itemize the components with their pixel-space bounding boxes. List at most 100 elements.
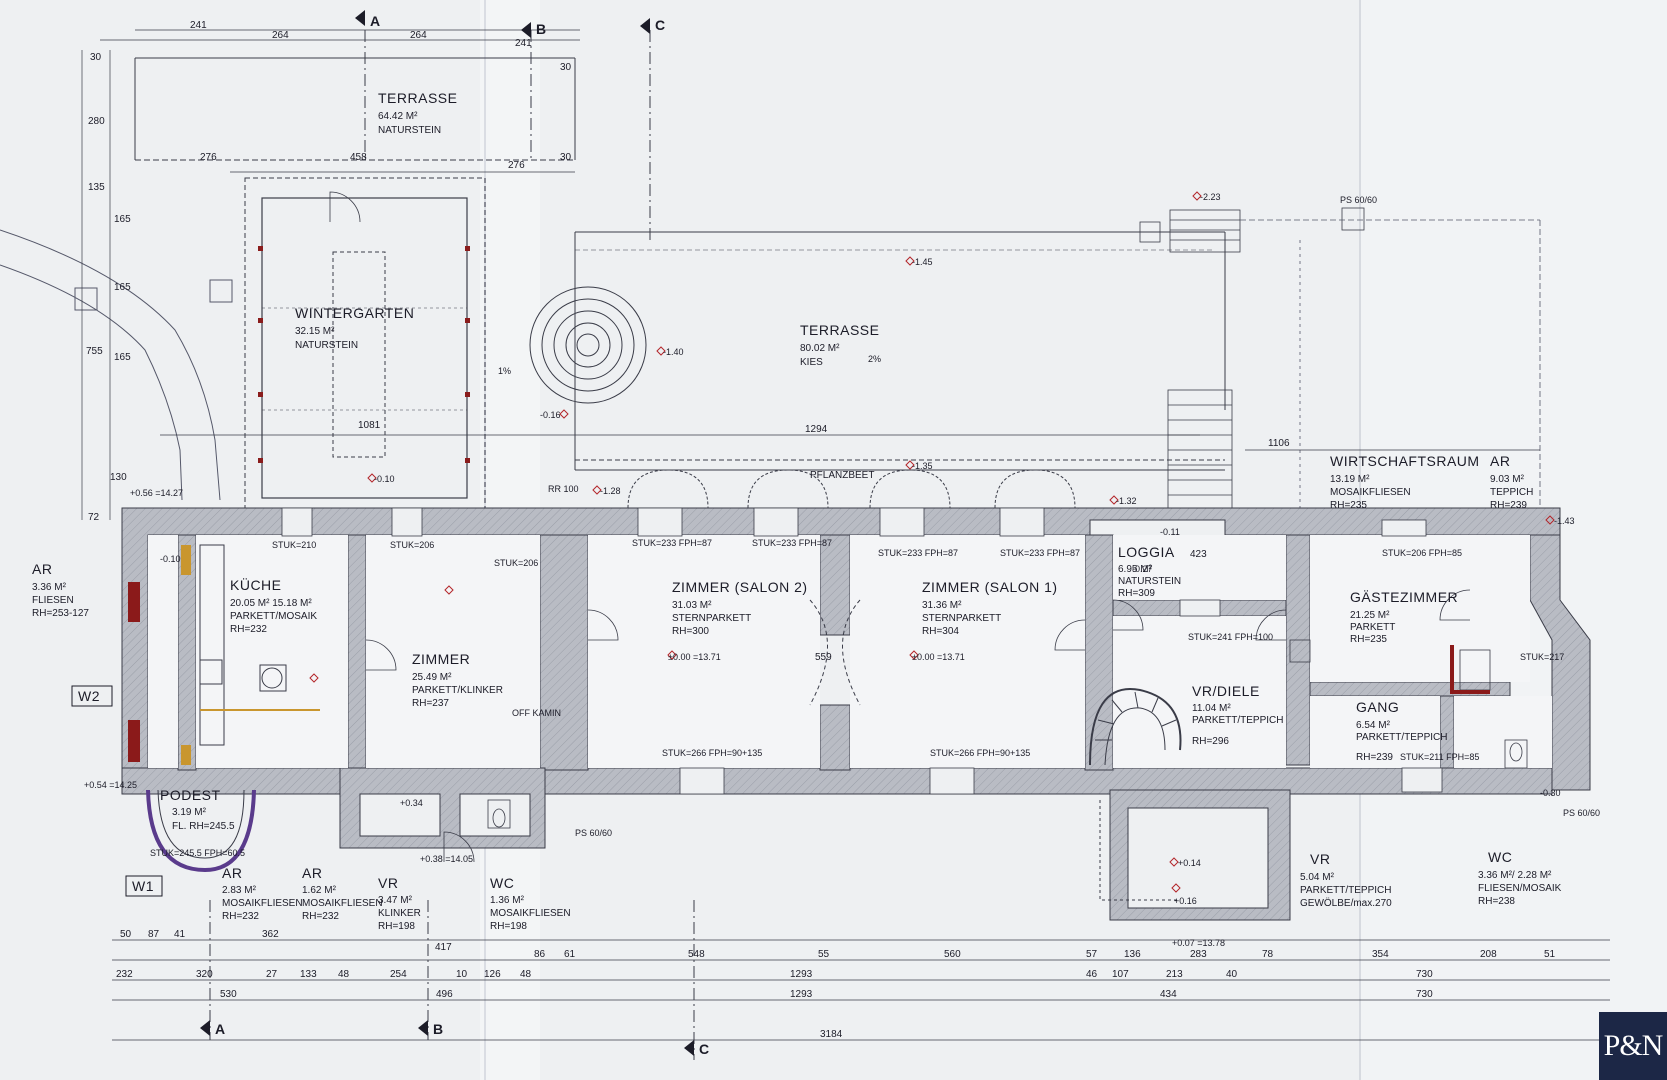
room-area: 9.03 M² — [1490, 474, 1525, 485]
room-name: AR — [222, 865, 242, 881]
section-c-top: C — [655, 17, 665, 33]
dims-row3: 530 496 1293 434 730 — [220, 989, 1433, 1000]
dim-text: 61 — [564, 949, 576, 960]
room-name: PODEST — [160, 787, 221, 803]
room-rh: RH=232 — [302, 911, 339, 922]
section-arrows — [200, 10, 694, 1056]
round-planter — [529, 286, 647, 404]
section-a-bottom: A — [215, 1021, 225, 1037]
room-floor: FLIESEN — [32, 595, 74, 606]
room-area: 1.36 M² — [490, 895, 525, 906]
room-name: LOGGIA — [1118, 544, 1175, 560]
section-a-top: A — [370, 13, 380, 29]
room-rh: RH=232 — [230, 624, 267, 635]
level-marker: -0.10 — [160, 554, 181, 564]
room-rh: RH=304 — [922, 626, 959, 637]
room-floor: NATURSTEIN — [295, 340, 358, 351]
dim-text: 417 — [435, 942, 452, 953]
level-marker: -1.35 — [912, 461, 933, 471]
stuk-labels: STUK=210 STUK=206 STUK=206 STUK=233 FPH=… — [150, 538, 1564, 858]
dim-text: 208 — [1480, 949, 1497, 960]
dim-text: 135 — [88, 182, 105, 193]
stuk-label: STUK=241 FPH=100 — [1188, 632, 1273, 642]
room-name: AR — [32, 561, 52, 577]
dim-text: 165 — [114, 352, 131, 363]
level-entry: +0.07 =13.78 — [1172, 938, 1225, 948]
level-marker: -1.43 — [1554, 516, 1575, 526]
room-rh: RH=239 — [1356, 752, 1393, 763]
stuk-label: STUK=206 FPH=85 — [1382, 548, 1462, 558]
room-rh: RH=309 — [1118, 588, 1155, 599]
dim-text: 213 — [1166, 969, 1183, 980]
stuk-label: STUK=233 FPH=87 — [752, 538, 832, 548]
room-floor: PARKETT/KLINKER — [412, 685, 503, 696]
section-b-bottom: B — [433, 1021, 443, 1037]
room-area: 3.36 M² — [32, 582, 67, 593]
level-salon1: ±0.00 =13.71 — [912, 652, 965, 662]
room-area: 31.03 M² — [672, 600, 712, 611]
room-area: 32.15 M² — [295, 326, 335, 337]
room-name: TERRASSE — [800, 322, 879, 338]
dim-text: 730 — [1416, 989, 1433, 1000]
dim-text: 560 — [944, 949, 961, 960]
right-outline — [1240, 219, 1541, 520]
room-gaestezimmer: GÄSTEZIMMER 21.25 M² PARKETT RH=235 — [1350, 589, 1458, 645]
room-area: 6.95 M² — [1118, 564, 1153, 575]
stuk-label: STUK=210 — [272, 540, 316, 550]
room-terrasse-top: TERRASSE 64.42 M² NATURSTEIN — [378, 90, 457, 136]
dim-text: 1294 — [805, 424, 828, 435]
dim-text: 354 — [1372, 949, 1389, 960]
spiral-staircase — [1089, 687, 1182, 901]
section-lines — [209, 30, 695, 1060]
room-rh: RH=296 — [1192, 736, 1229, 747]
level-marker: -0.30 — [1540, 788, 1561, 798]
room-vr-small: VR 3.47 M² KLINKER RH=198 — [378, 875, 421, 932]
room-floor: STERNPARKETT — [672, 613, 751, 624]
room-rh: RH=238 — [1478, 896, 1515, 907]
room-name: ZIMMER (SALON 2) — [672, 579, 808, 595]
dim-text: 48 — [520, 969, 532, 980]
dim-text: 30 — [560, 62, 572, 73]
room-ar-top-right: AR 9.03 M² TEPPICH RH=239 — [1490, 453, 1533, 511]
level-salon2: ±0.00 =13.71 — [668, 652, 721, 662]
pn-logo: P&N — [1599, 1012, 1667, 1080]
level-marker: -1.28 — [600, 486, 621, 496]
dim-text: 434 — [1160, 989, 1177, 1000]
room-area: 2.83 M² — [222, 885, 257, 896]
room-name: WC — [1488, 849, 1512, 865]
shower-red — [1450, 645, 1490, 694]
stuk-label: STUK=266 FPH=90+135 — [930, 748, 1030, 758]
dimension-lines — [81, 29, 1610, 1041]
dim-text: 46 — [1086, 969, 1098, 980]
level-marker: -0.27 — [1132, 564, 1153, 574]
dim-text: 133 — [300, 969, 317, 980]
terrace-top-outline — [100, 39, 580, 161]
room-floor: MOSAIKFLIESEN — [1330, 487, 1411, 498]
room-loggia: LOGGIA 6.95 M² NATURSTEIN RH=309 — [1118, 544, 1181, 599]
room-rh: RH=198 — [490, 921, 527, 932]
dim-text: 241 — [190, 20, 207, 31]
window-sills — [281, 507, 1443, 795]
level-marker: +0.54 =14.25 — [84, 780, 137, 790]
dim-text: 78 — [1262, 949, 1274, 960]
pn-logo-text: P&N — [1603, 1029, 1664, 1062]
room-floor: MOSAIKFLIESEN — [222, 898, 303, 909]
garden-path — [0, 229, 233, 501]
section-marker-labels: A B C A B C — [215, 13, 709, 1057]
dim-text: 320 — [196, 969, 213, 980]
dim-text: 755 — [86, 346, 103, 357]
room-floor: STERNPARKETT — [922, 613, 1001, 624]
room-name: GÄSTEZIMMER — [1350, 589, 1458, 605]
dims-top: 241 264 264 241 276 458 276 30 30 30 — [90, 20, 572, 171]
level-marker: -1.32 — [1116, 496, 1137, 506]
dim-text: 30 — [90, 52, 102, 63]
room-wirtschaftsraum: WIRTSCHAFTSRAUM 13.19 M² MOSAIKFLIESEN R… — [1330, 453, 1479, 511]
stuk-label: STUK=233 FPH=87 — [878, 548, 958, 558]
dim-text: 458 — [350, 152, 367, 163]
level-marker: -2.23 — [1200, 192, 1221, 202]
dim-text: 48 — [338, 969, 350, 980]
grade-note: 2% — [868, 354, 881, 364]
dim-text: 107 — [1112, 969, 1129, 980]
dim-text: 283 — [1190, 949, 1207, 960]
room-area: 25.49 M² — [412, 672, 452, 683]
